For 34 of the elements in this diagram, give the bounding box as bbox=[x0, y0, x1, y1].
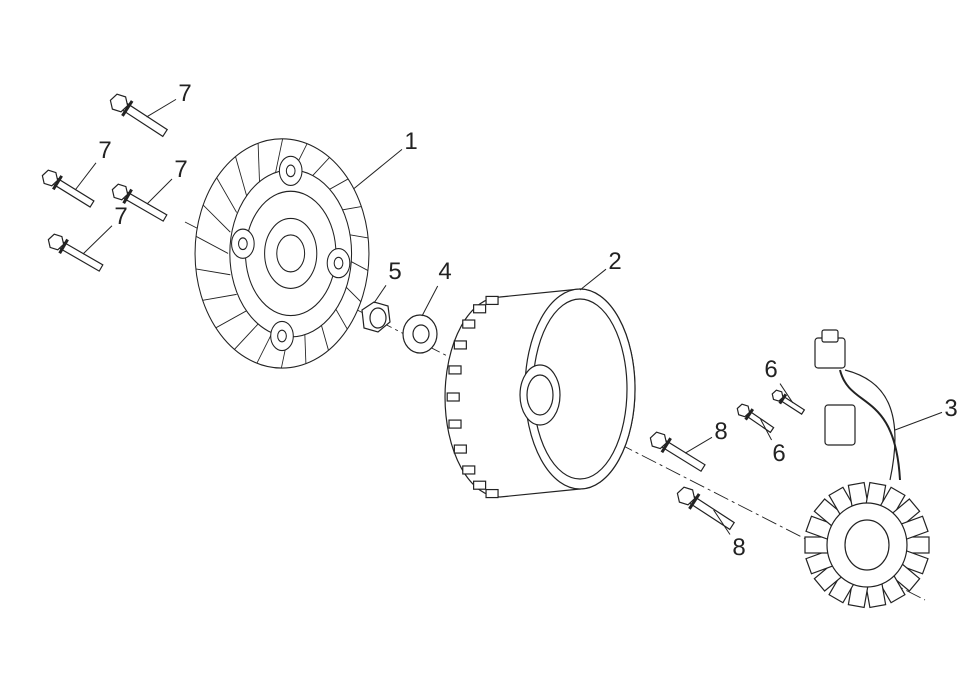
leader-line bbox=[894, 412, 942, 430]
washer-drawing bbox=[400, 313, 440, 355]
bolt-drawing bbox=[108, 92, 168, 137]
callout-number: 2 bbox=[606, 248, 624, 276]
bolt-drawing bbox=[770, 388, 806, 416]
bolt-drawing bbox=[110, 182, 168, 222]
leader-line bbox=[684, 436, 712, 454]
leader-line bbox=[146, 178, 172, 204]
bolt-drawing bbox=[46, 232, 104, 272]
leader-line bbox=[374, 284, 386, 304]
leader-line bbox=[74, 162, 96, 190]
leader-line bbox=[422, 286, 438, 316]
callout-number: 7 bbox=[172, 156, 190, 184]
bolt-drawing bbox=[675, 485, 735, 530]
callout-number: 4 bbox=[436, 258, 454, 286]
leader-line bbox=[780, 383, 794, 404]
leader-line bbox=[146, 98, 176, 118]
leader-line bbox=[353, 148, 402, 190]
leader-line bbox=[580, 268, 606, 290]
callout-number: 7 bbox=[96, 137, 114, 165]
callout-number: 5 bbox=[386, 258, 404, 286]
callout-number: 7 bbox=[176, 80, 194, 108]
bolt-drawing bbox=[735, 402, 775, 434]
callout-number: 7 bbox=[112, 203, 130, 231]
bolt-drawing bbox=[648, 430, 706, 472]
callout-number: 1 bbox=[402, 128, 420, 156]
bolt-drawing bbox=[40, 168, 95, 208]
callout-number: 6 bbox=[770, 440, 788, 468]
leader-line bbox=[760, 418, 772, 440]
callout-number: 3 bbox=[942, 395, 960, 423]
callout-number: 8 bbox=[712, 418, 730, 446]
callout-number: 6 bbox=[762, 356, 780, 384]
callout-number: 8 bbox=[730, 534, 748, 562]
leader-line bbox=[82, 225, 112, 254]
